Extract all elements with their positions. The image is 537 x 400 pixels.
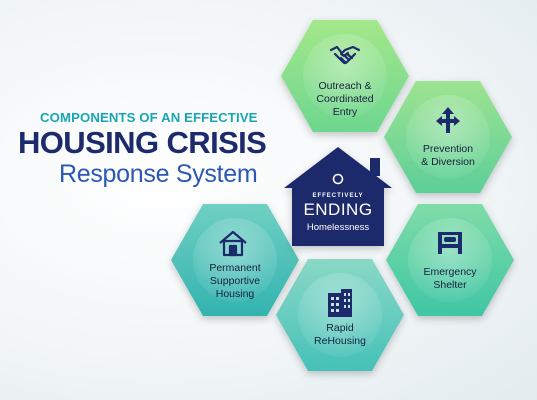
center-label-effectively: EFFECTIVELY (312, 193, 364, 199)
house-window-icon (332, 173, 344, 185)
building-icon (328, 289, 352, 317)
hex-label-rapid-rehousing: Rapid ReHousing (295, 322, 385, 348)
center-label-ending: ENDING (303, 200, 373, 219)
center-house (284, 147, 392, 246)
hex-outreach (281, 20, 409, 132)
center-label-homelessness: Homelessness (306, 222, 370, 233)
hex-label-line: Housing (215, 288, 255, 301)
title-line-components: COMPONENTS OF AN EFFECTIVE (40, 110, 258, 125)
hex-label-line: Outreach & (318, 80, 372, 92)
hex-emergency-shelter (386, 204, 514, 316)
hex-label-line: Rapid (326, 322, 354, 334)
hex-label-emergency-shelter: Emergency Shelter (405, 266, 495, 292)
hex-prevention (384, 81, 512, 193)
hex-label-outreach: Outreach & Coordinated Entry (300, 80, 390, 119)
hex-label-line: Coordinated (316, 93, 374, 106)
hex-label-line: Supportive (209, 275, 261, 288)
hex-label-line: Prevention (422, 143, 474, 155)
house-icon (219, 230, 247, 257)
hex-permanent-supportive-housing (171, 204, 299, 316)
hex-label-line: Shelter (433, 279, 467, 292)
hex-label-line: Entry (332, 106, 358, 119)
hex-label-prevention: Prevention & Diversion (403, 143, 493, 169)
handshake-icon (329, 45, 361, 65)
hex-label-permanent-supportive-housing: Permanent Supportive Housing (190, 262, 280, 301)
hex-label-line: Permanent (209, 262, 261, 274)
bed-icon (438, 232, 462, 254)
split-arrow-icon (436, 107, 460, 133)
title-line-housing-crisis: HOUSING CRISIS (18, 125, 267, 160)
hex-label-line: ReHousing (314, 335, 366, 348)
title-line-response-system: Response System (59, 160, 258, 188)
hex-label-line: Emergency (423, 266, 477, 278)
hex-label-line: & Diversion (421, 156, 475, 169)
